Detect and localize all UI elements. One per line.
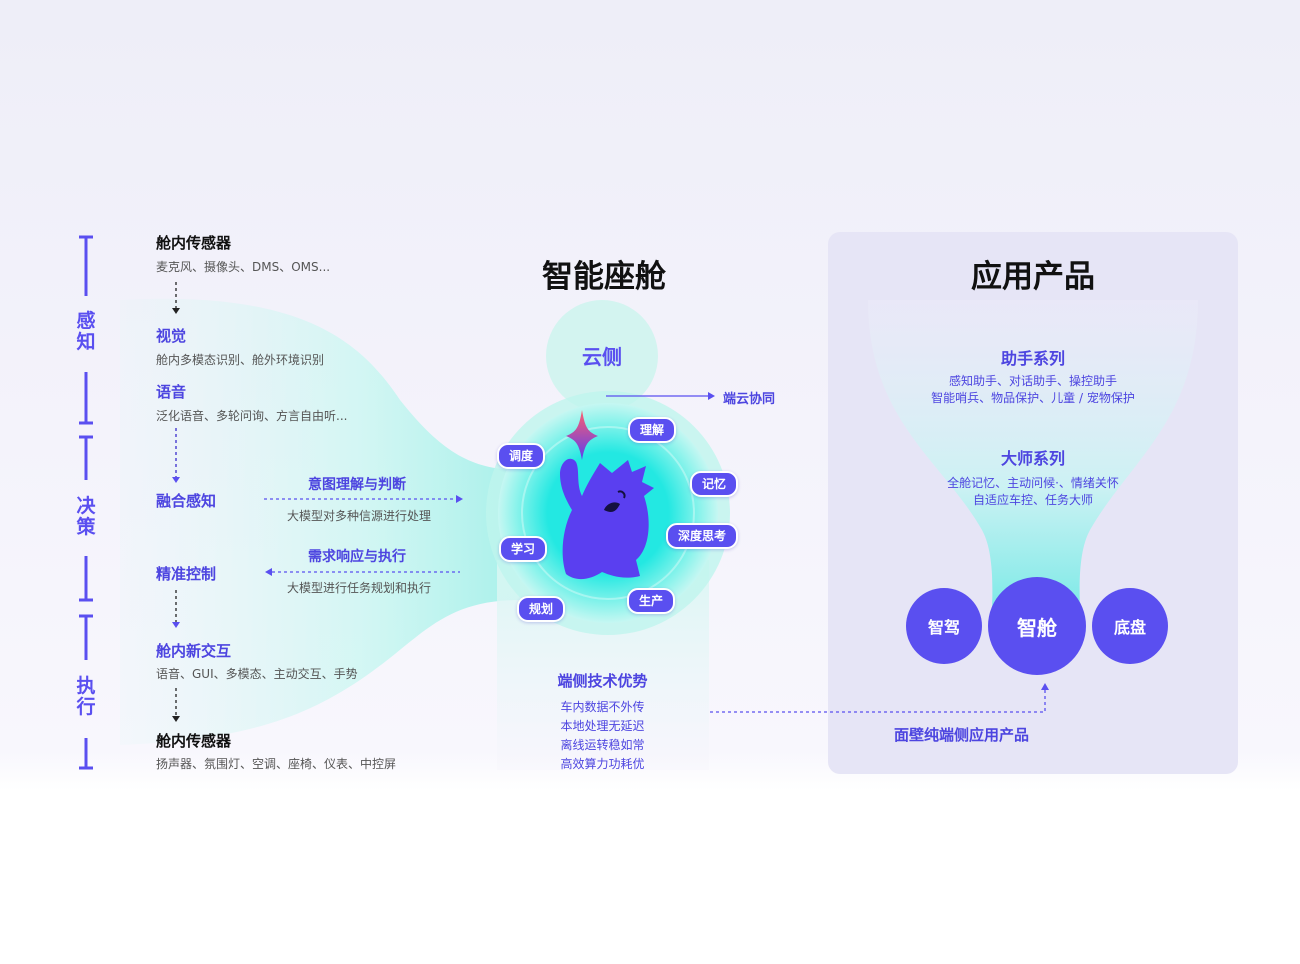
product-node-chassis: 底盘 [1092, 588, 1168, 664]
arrow-head [1041, 683, 1049, 690]
stage-bar-perception [79, 235, 93, 425]
fusion-title: 融合感知 [156, 492, 217, 510]
vision-title: 视觉 [156, 327, 187, 345]
products-footer: 面壁纯端侧应用产品 [894, 726, 1030, 744]
ability-pill-plan: 规划 [517, 596, 566, 622]
cloud-bubble [546, 300, 658, 412]
cloud-label: 云侧 [582, 345, 622, 369]
arrow-head [456, 495, 463, 503]
vision-desc: 舱内多模态识别、舱外环境识别 [156, 353, 325, 367]
edge-advantage-item: 离线运转稳如常 [560, 738, 645, 752]
edge-to-product-connector [710, 690, 1046, 713]
product-node-cockpit: 智舱 [988, 577, 1086, 675]
product-node-driving: 智驾 [906, 588, 982, 664]
ability-pill-understand: 理解 [628, 417, 677, 443]
response-title: 需求响应与执行 [308, 549, 406, 565]
ability-pill-produce: 生产 [627, 588, 676, 614]
sensors-out-desc: 扬声器、氛围灯、空调、座椅、仪表、中控屏 [156, 757, 397, 771]
master-series-line: 自适应车控、任务大师 [972, 493, 1093, 507]
assistant-series-line: 感知助手、对话助手、操控助手 [948, 374, 1117, 388]
core-ring [521, 426, 695, 600]
stage-label-execution: 执行 [76, 675, 96, 718]
master-series-line: 全舱记忆、主动问候·、情绪关怀 [947, 476, 1119, 490]
arrow-head [172, 308, 180, 314]
cat-mascot-icon [560, 458, 654, 580]
stage-bar-execution [79, 614, 93, 770]
arrow-head [172, 477, 180, 483]
arrow-head [265, 568, 272, 576]
response-desc: 大模型进行任务规划和执行 [287, 581, 432, 595]
interaction-title: 舱内新交互 [156, 642, 232, 660]
ability-pill-schedule: 调度 [497, 443, 546, 469]
assistant-series-line: 智能哨兵、物品保护、儿童 / 宠物保护 [931, 391, 1135, 405]
arrow-head [708, 392, 715, 400]
arrow-head [172, 622, 180, 628]
stage-label-perception: 感知 [76, 310, 96, 353]
edge-advantage-item: 本地处理无延迟 [560, 719, 645, 733]
sensors-out-title: 舱内传感器 [156, 732, 232, 750]
arrow-head [172, 716, 180, 722]
edge-advantage-item: 高效算力功耗优 [560, 757, 645, 771]
master-series-title: 大师系列 [1000, 449, 1065, 468]
ability-pill-memory: 记忆 [690, 471, 739, 497]
stage-label-decision: 决策 [76, 495, 96, 538]
assistant-series-title: 助手系列 [1000, 349, 1065, 368]
product-funnel [868, 300, 1198, 640]
sensors-in-title: 舱内传感器 [156, 234, 232, 252]
cloud-link-label: 端云协同 [723, 392, 776, 407]
decision-arrows [175, 428, 460, 573]
stage-bar-decision [79, 435, 93, 602]
control-title: 精准控制 [156, 565, 217, 583]
voice-title: 语音 [156, 383, 187, 401]
intent-desc: 大模型对多种信源进行处理 [287, 509, 432, 523]
ability-pill-learn: 学习 [499, 536, 548, 562]
edge-advantage-title: 端侧技术优势 [557, 672, 648, 690]
intent-title: 意图理解与判断 [308, 477, 406, 493]
edge-advantage-item: 车内数据不外传 [560, 700, 645, 714]
spark-icon [566, 410, 598, 460]
ability-pill-deep-thinking: 深度思考 [666, 523, 739, 549]
voice-desc: 泛化语音、多轮问询、方言自由听... [156, 409, 348, 423]
sensors-in-desc: 麦克风、摄像头、DMS、OMS... [156, 260, 331, 274]
center-heading: 智能座舱 [542, 259, 666, 295]
products-heading: 应用产品 [971, 259, 1095, 295]
interaction-desc: 语音、GUI、多模态、主动交互、手势 [156, 667, 358, 681]
perception-flow-band [120, 298, 520, 745]
